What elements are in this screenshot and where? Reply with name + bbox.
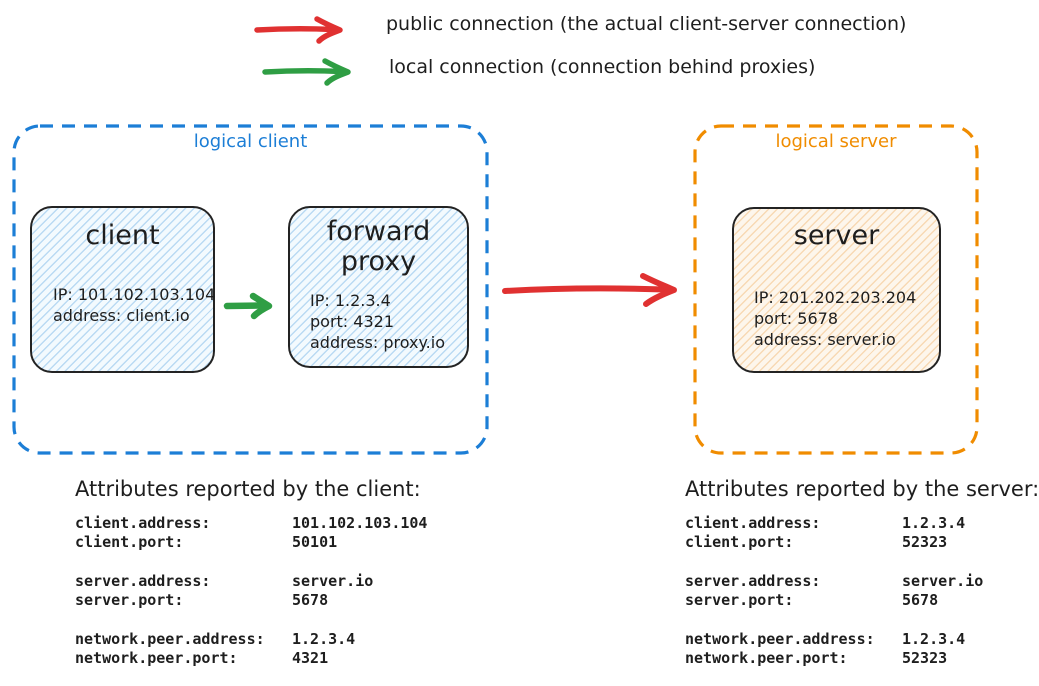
client-attributes-group-server: server.address:server.io server.port:567… xyxy=(75,572,427,610)
logical-server-label: logical server xyxy=(775,131,897,152)
server-node-title: server xyxy=(793,220,880,251)
forward-proxy-node-details: IP: 1.2.3.4 port: 4321 address: proxy.io xyxy=(310,291,445,352)
logical-server-group: logical server server IP: 201.202.203.20… xyxy=(693,124,979,455)
local-connection-arrow-icon xyxy=(262,58,351,86)
server-attributes-group-client: client.address:1.2.3.4 client.port:52323 xyxy=(685,514,1039,552)
server-attributes-group-server: server.address:server.io server.port:567… xyxy=(685,572,1039,610)
attribute-row: network.peer.address:1.2.3.4 xyxy=(75,630,356,648)
attribute-row: client.port:50101 xyxy=(75,533,338,551)
attribute-row: server.address:server.io xyxy=(685,572,984,590)
attribute-row: network.peer.address:1.2.3.4 xyxy=(685,630,966,648)
client-node: client IP: 101.102.103.104 address: clie… xyxy=(30,206,215,373)
client-attributes-title: Attributes reported by the client: xyxy=(75,477,421,501)
server-node: server IP: 201.202.203.204 port: 5678 ad… xyxy=(732,207,941,373)
client-attributes-block: Attributes reported by the client: clien… xyxy=(75,477,427,686)
attribute-row: server.address:server.io xyxy=(75,572,374,590)
client-node-details: IP: 101.102.103.104 address: client.io xyxy=(53,285,216,325)
public-connection-diagram-arrow-icon xyxy=(502,273,677,307)
legend-local-connection-label: local connection (connection behind prox… xyxy=(389,56,816,78)
attribute-row: client.address:101.102.103.104 xyxy=(75,514,428,532)
forward-proxy-node: forward proxy IP: 1.2.3.4 port: 4321 add… xyxy=(288,206,469,368)
attribute-row: network.peer.port:4321 xyxy=(75,649,329,667)
server-attributes-block: Attributes reported by the server: clien… xyxy=(685,477,1039,686)
client-attributes-group-client: client.address:101.102.103.104 client.po… xyxy=(75,514,427,552)
forward-proxy-node-title: forward proxy xyxy=(326,216,431,277)
server-attributes-group-network: network.peer.address:1.2.3.4 network.pee… xyxy=(685,630,1039,668)
server-attributes-title: Attributes reported by the server: xyxy=(685,477,1039,501)
attribute-row: client.address:1.2.3.4 xyxy=(685,514,966,532)
attribute-row: client.port:52323 xyxy=(685,533,948,551)
attribute-row: server.port:5678 xyxy=(75,591,329,609)
legend-public-connection-label: public connection (the actual client-ser… xyxy=(386,13,907,35)
public-connection-arrow-icon xyxy=(254,16,343,44)
client-attributes-group-network: network.peer.address:1.2.3.4 network.pee… xyxy=(75,630,427,668)
logical-client-group: logical client client IP: 101.102.103.10… xyxy=(12,124,489,455)
logical-client-dashed-border xyxy=(12,124,489,455)
client-node-title: client xyxy=(85,220,160,251)
logical-server-dashed-border xyxy=(693,124,979,455)
local-connection-diagram-arrow-icon xyxy=(223,292,273,320)
logical-client-label: logical client xyxy=(193,131,308,152)
server-node-details: IP: 201.202.203.204 port: 5678 address: … xyxy=(754,288,917,349)
attribute-row: server.port:5678 xyxy=(685,591,939,609)
attribute-row: network.peer.port:52323 xyxy=(685,649,948,667)
